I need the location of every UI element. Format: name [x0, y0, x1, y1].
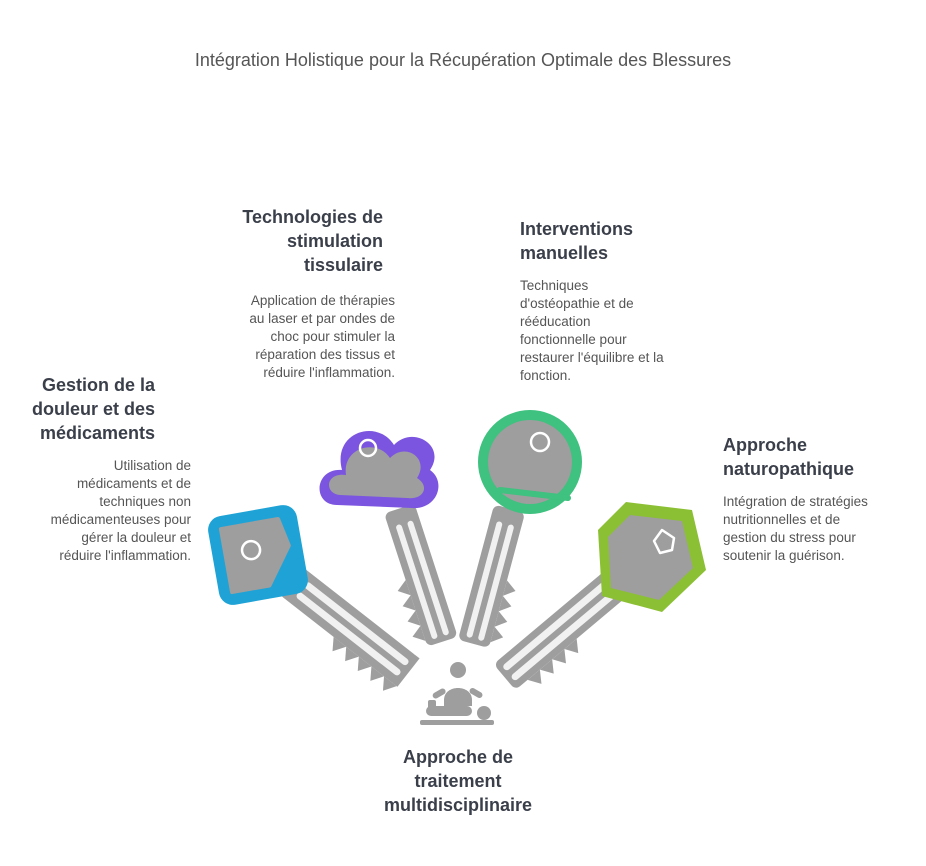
- desc-naturopathic: Intégration de stratégies nutritionnelle…: [723, 494, 868, 563]
- key-naturopathic: [495, 502, 706, 688]
- heading-naturopathic: Approche naturopathique: [723, 435, 854, 479]
- heading-multidisciplinary: Approche de traitement multidisciplinair…: [383, 747, 533, 815]
- page-title: Intégration Holistique pour la Récupérat…: [194, 50, 732, 70]
- key-manual-interventions: [459, 410, 582, 647]
- desc-tissue-stimulation: Application de thérapies au laser et par…: [249, 293, 395, 380]
- desc-pain-management: Utilisation de médicaments et de techniq…: [50, 458, 191, 563]
- heading-manual-interventions: Interventions manuelles: [520, 219, 634, 263]
- desc-manual-interventions: Techniques d'ostéopathie et de rééducati…: [520, 278, 664, 383]
- heading-pain-management: Gestion de la douleur et des médicaments: [31, 375, 155, 443]
- heading-tissue-stimulation: Technologies de stimulation tissulaire: [242, 207, 383, 275]
- key-tissue-stimulation: [319, 430, 457, 646]
- key-pain-management: [208, 505, 420, 691]
- massage-therapy-icon: [420, 662, 494, 725]
